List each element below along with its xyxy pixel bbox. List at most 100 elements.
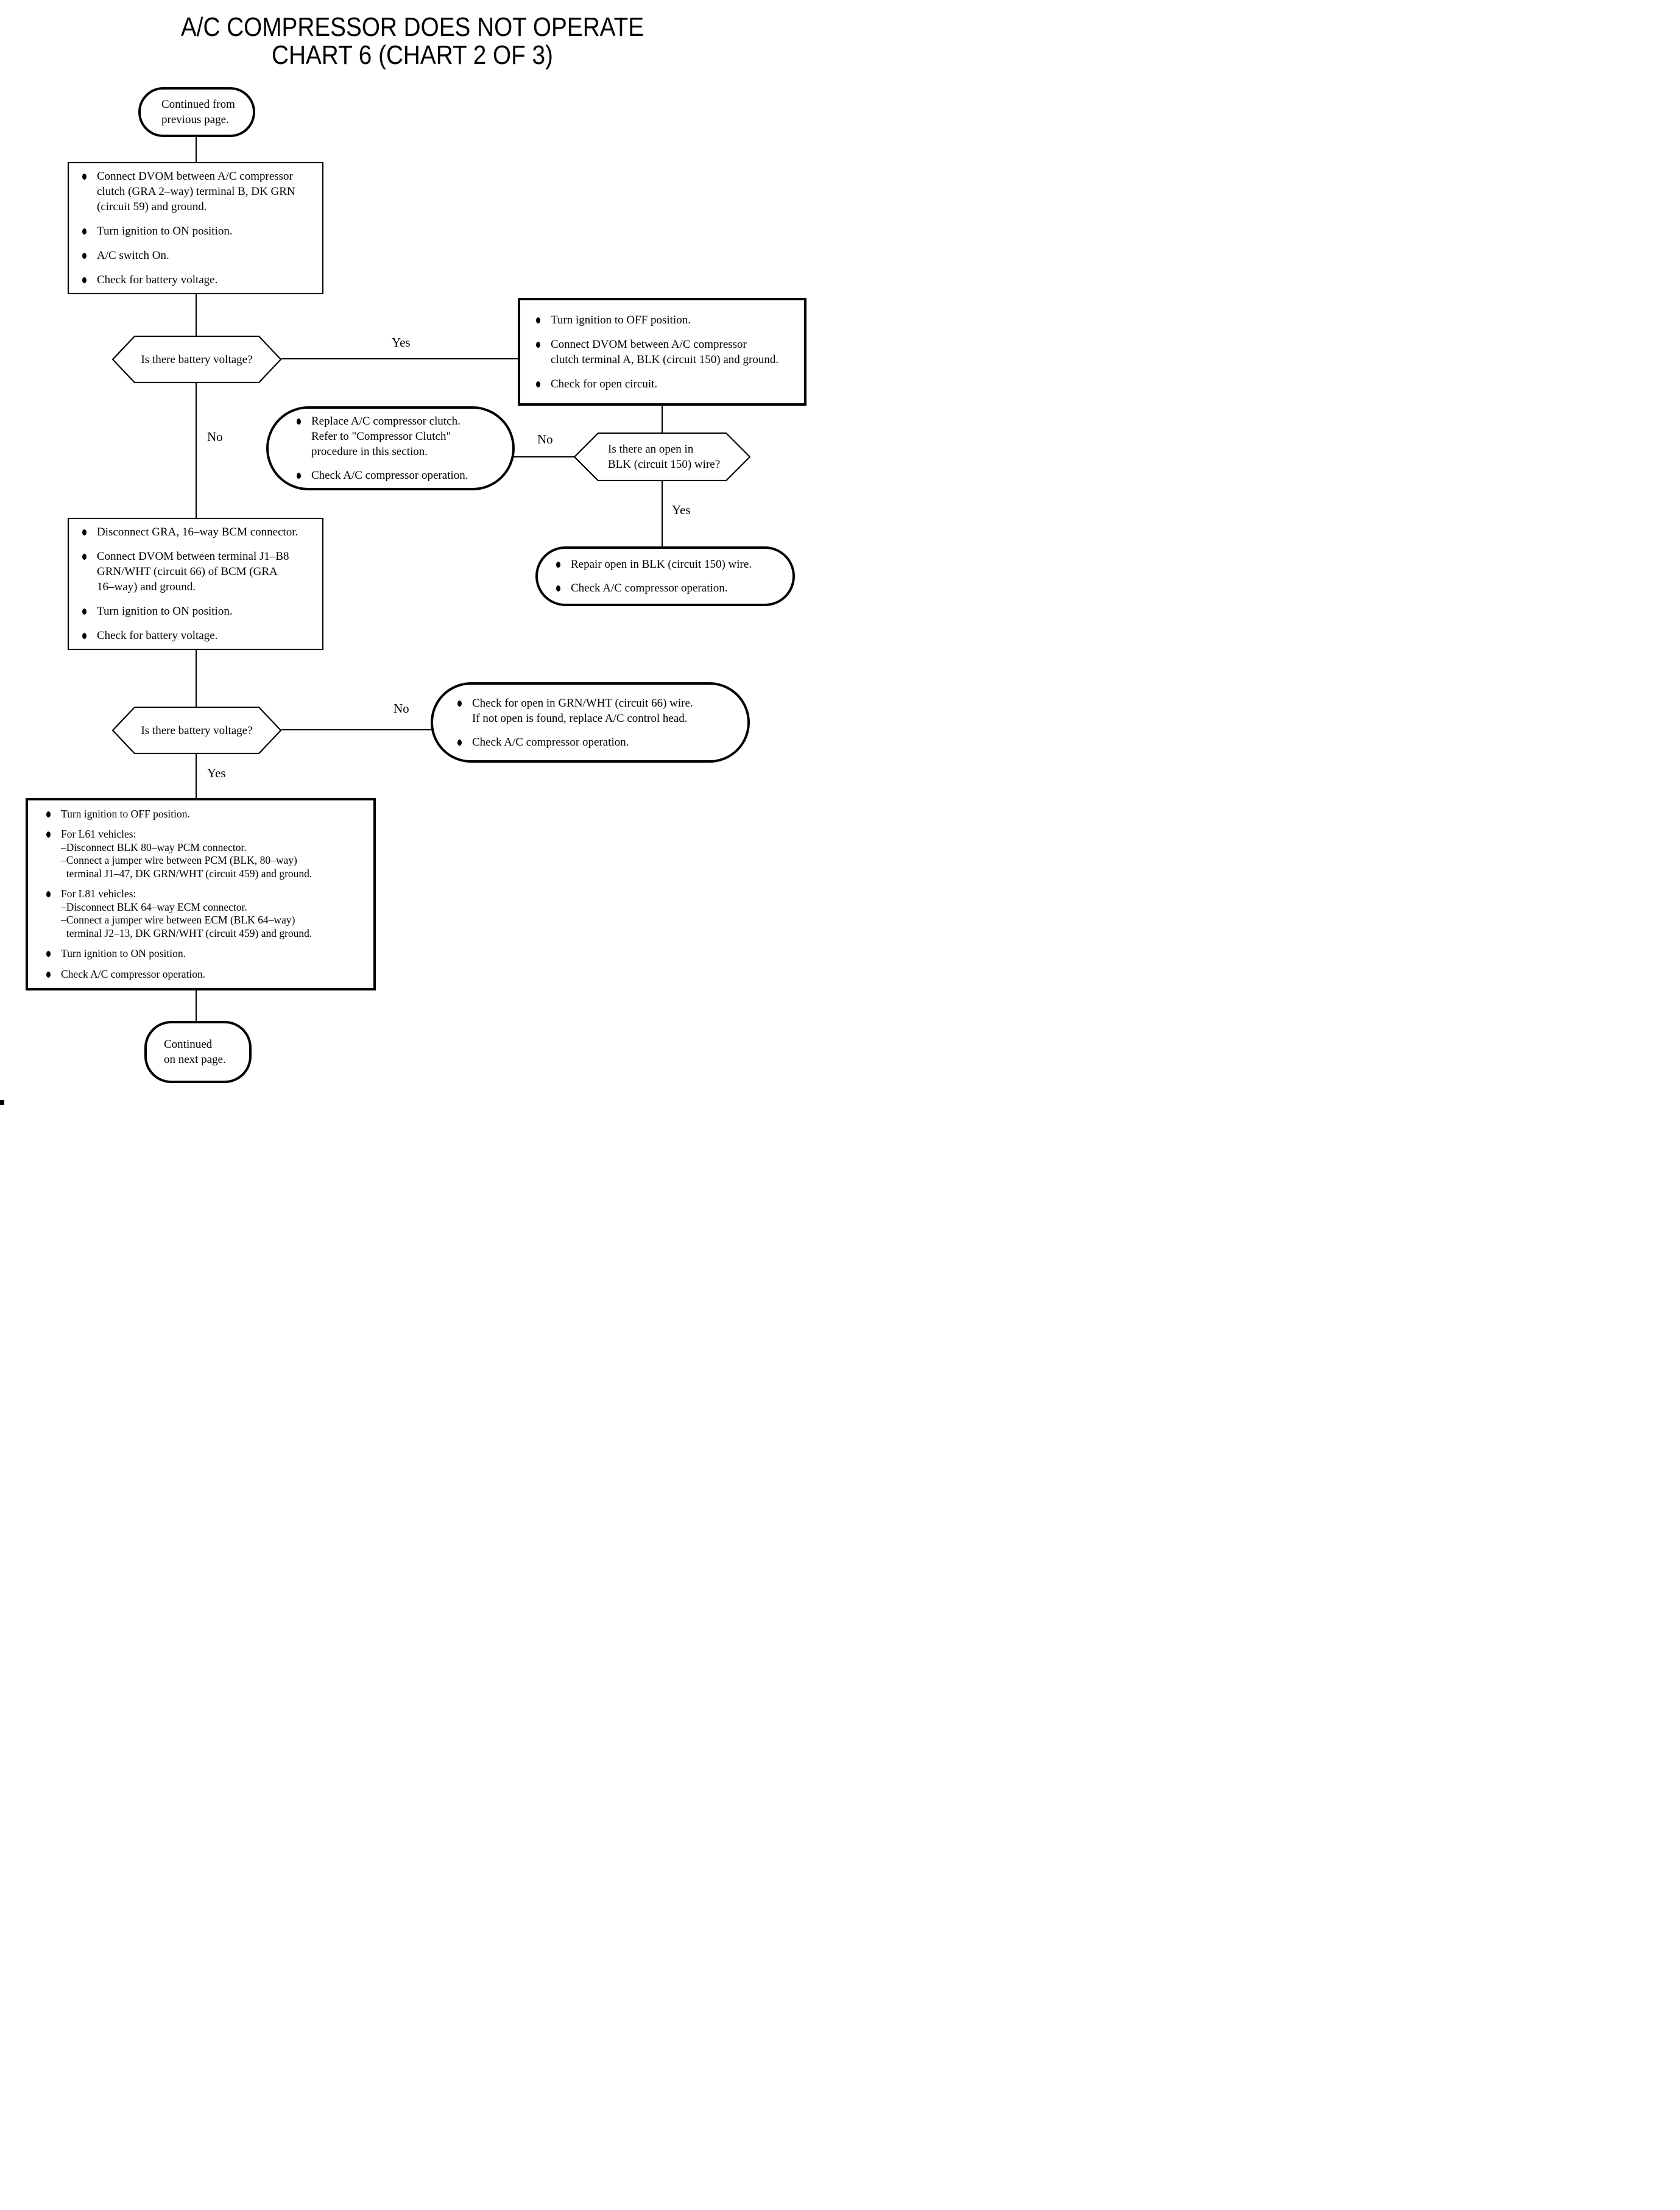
bullet-text: Check A/C compressor operation. — [571, 582, 728, 595]
bullet-text: Check for battery voltage. — [97, 274, 218, 286]
bullet-text: Connect DVOM between A/C compressor clut… — [97, 170, 295, 213]
bullet-text: Turn ignition to OFF position. — [61, 807, 190, 820]
bullet-text: Connect DVOM between terminal J1–B8 GRN/… — [97, 550, 289, 593]
decision-question: Is there battery voltage? — [141, 724, 253, 737]
bullet-icon — [556, 562, 560, 568]
list-item: Check A/C compressor operation. — [556, 581, 786, 596]
list-item: Connect DVOM between terminal J1–B8 GRN/… — [82, 549, 317, 595]
bullet-icon — [82, 633, 86, 639]
hexagon-shape — [112, 707, 281, 754]
bullet-text: Disconnect GRA, 16–way BCM connector. — [97, 526, 298, 538]
list-item: Turn ignition to ON position. — [82, 604, 317, 619]
bullet-icon — [46, 811, 51, 817]
scan-artifact — [0, 1100, 4, 1105]
bullet-icon — [536, 381, 540, 387]
decision-question: Is there battery voltage? — [141, 353, 253, 366]
flowchart-page: A/C COMPRESSOR DOES NOT OPERATE CHART 6 … — [0, 0, 840, 1105]
process-check-bcm-voltage: Disconnect GRA, 16–way BCM connector. Co… — [68, 518, 323, 650]
connector-step2-to-decision3 — [196, 649, 197, 707]
bullet-text: Replace A/C compressor clutch. Refer to … — [311, 415, 461, 458]
page-title-line-1: A/C COMPRESSOR DOES NOT OPERATE — [180, 12, 644, 42]
bullet-icon — [82, 529, 86, 535]
process-jumper-wire-test: Turn ignition to OFF position. For L61 v… — [26, 798, 376, 990]
bullet-icon — [82, 277, 86, 283]
list-item: Repair open in BLK (circuit 150) wire. — [556, 557, 786, 572]
list-item: Check A/C compressor operation. — [46, 968, 369, 981]
bullet-icon — [82, 609, 86, 615]
bullet-icon — [457, 739, 462, 746]
bullet-text: Turn ignition to ON position. — [97, 605, 233, 618]
bullet-text: Check A/C compressor operation. — [311, 469, 468, 482]
decision-battery-voltage-2: Is there battery voltage? — [112, 707, 281, 754]
bullet-icon — [536, 341, 540, 348]
bullet-icon — [46, 951, 51, 958]
result-repair-open-blk: Repair open in BLK (circuit 150) wire. C… — [535, 546, 795, 606]
connector-step3-to-end — [196, 989, 197, 1022]
list-item: Check A/C compressor operation. — [297, 468, 504, 483]
connector-start-to-step1 — [196, 137, 197, 163]
edge-label-yes-1: Yes — [392, 335, 411, 350]
result-replace-compressor-clutch: Replace A/C compressor clutch. Refer to … — [266, 406, 515, 490]
bullet-text: Turn ignition to ON position. — [97, 225, 233, 238]
bullet-text: Check A/C compressor operation. — [61, 967, 206, 980]
connector-step-right-to-decision2 — [662, 404, 663, 433]
process-check-ground-circuit: Turn ignition to OFF position. Connect D… — [518, 298, 806, 406]
connector-decision1-yes — [281, 358, 520, 359]
terminal-continued-next-page: Continued on next page. — [144, 1021, 252, 1083]
decision-open-in-blk-wire: Is there an open in BLK (circuit 150) wi… — [574, 432, 750, 481]
bullet-icon — [457, 700, 462, 707]
bullet-text: Check for open circuit. — [551, 377, 658, 390]
bullet-icon — [46, 971, 51, 978]
connector-decision3-no — [281, 729, 432, 730]
bullet-icon — [297, 418, 301, 425]
bullet-icon — [82, 228, 86, 235]
list-item: A/C switch On. — [82, 248, 316, 263]
bullet-icon — [82, 174, 86, 180]
list-item: Connect DVOM between A/C compressor clut… — [536, 337, 799, 367]
list-item: Turn ignition to OFF position. — [46, 808, 369, 821]
edge-label-yes-3: Yes — [207, 766, 226, 780]
bullet-icon — [46, 831, 51, 838]
list-item: Turn ignition to OFF position. — [536, 312, 799, 328]
process-check-clutch-voltage: Connect DVOM between A/C compressor clut… — [68, 162, 323, 294]
bullet-text: A/C switch On. — [97, 249, 169, 262]
bullet-text: Turn ignition to OFF position. — [551, 313, 691, 327]
terminal-text: Continued from previous page. — [161, 98, 235, 126]
bullet-text: Turn ignition to ON position. — [61, 947, 186, 960]
list-item: Check for battery voltage. — [82, 272, 316, 288]
bullet-text: Check for battery voltage. — [97, 629, 218, 642]
edge-label-yes-2: Yes — [672, 503, 691, 517]
connector-decision1-no — [196, 383, 197, 519]
terminal-continued-from-previous: Continued from previous page. — [138, 87, 255, 137]
bullet-icon — [82, 554, 86, 560]
list-item: Check for open in GRN/WHT (circuit 66) w… — [457, 696, 740, 726]
bullet-text: Check A/C compressor operation. — [472, 735, 629, 749]
hexagon-shape — [112, 336, 281, 383]
list-item: Turn ignition to ON position. — [46, 947, 369, 961]
connector-decision2-yes — [662, 481, 663, 548]
bullet-text: For L61 vehicles: –Disconnect BLK 80–way… — [61, 828, 312, 880]
bullet-icon — [297, 473, 301, 479]
edge-label-no-2: No — [537, 432, 553, 447]
edge-label-no-1: No — [207, 429, 223, 444]
connector-decision2-no — [514, 456, 574, 457]
bullet-text: For L81 vehicles: –Disconnect BLK 64–way… — [61, 888, 312, 939]
terminal-text: Continued on next page. — [164, 1038, 226, 1066]
list-item: Connect DVOM between A/C compressor clut… — [82, 169, 316, 214]
list-item: Check for open circuit. — [536, 376, 799, 392]
list-item: Replace A/C compressor clutch. Refer to … — [297, 414, 504, 459]
connector-step1-to-decision1 — [196, 294, 197, 336]
bullet-icon — [556, 585, 560, 591]
list-item: Disconnect GRA, 16–way BCM connector. — [82, 524, 317, 540]
decision-battery-voltage-1: Is there battery voltage? — [112, 336, 281, 383]
list-item: For L61 vehicles: –Disconnect BLK 80–way… — [46, 828, 369, 880]
bullet-text: Check for open in GRN/WHT (circuit 66) w… — [472, 696, 693, 725]
edge-label-no-3: No — [394, 701, 409, 716]
result-check-open-grnwht: Check for open in GRN/WHT (circuit 66) w… — [431, 682, 750, 763]
list-item: For L81 vehicles: –Disconnect BLK 64–way… — [46, 888, 369, 940]
list-item: Turn ignition to ON position. — [82, 224, 316, 239]
page-title-line-2: CHART 6 (CHART 2 OF 3) — [272, 40, 553, 70]
bullet-icon — [82, 253, 86, 259]
bullet-icon — [536, 317, 540, 323]
list-item: Check for battery voltage. — [82, 628, 317, 643]
